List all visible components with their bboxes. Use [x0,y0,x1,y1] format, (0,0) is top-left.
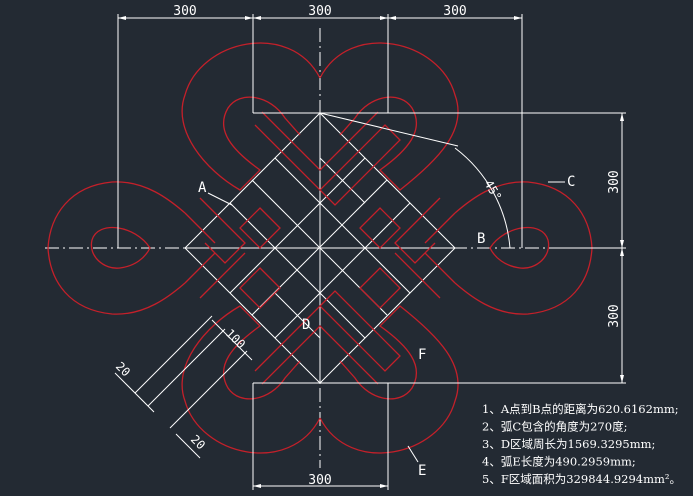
dim-top-left: 300 [173,4,196,19]
diag-dim-ext-1 [134,315,213,394]
bottom-weave-band [254,290,401,372]
arrow-1 [118,16,126,20]
point-labels: A B C D E F [198,174,575,479]
note-5: 5、F区域面积为329844.9294mm²。 [482,472,681,486]
label-c: C [567,174,575,190]
dim-right-lower: 300 [607,304,622,327]
grid-line-5 [319,157,366,204]
dimension-arrows [118,16,624,488]
arrow-8 [380,484,388,488]
grid-line-1 [229,202,366,339]
bottom-weave-inner [261,325,379,385]
note-2: 2、弧C包含的角度为270度; [482,420,627,434]
leader-a [207,192,233,206]
grid-line-6 [274,292,321,339]
dimension-lines [114,14,626,490]
arrow-10 [620,240,624,248]
diag-dim-ext-3 [169,350,248,429]
diag-dim-ext-2 [147,328,226,407]
angle-arc [454,147,511,249]
label-d: D [302,317,310,333]
left-weave [199,197,246,299]
bottom-heart-right-loop [319,305,459,454]
arrow-6 [514,16,522,20]
arrow-12 [620,375,624,383]
top-weave-inner [261,111,379,171]
top-heart-right-loop [319,42,459,191]
left-loop-inner [90,226,151,269]
notes-block: 1、A点到B点的距离为620.6162mm; 2、弧C包含的角度为270度; 3… [482,402,681,486]
diag-dim-20a-line [114,372,155,413]
dim-bottom: 300 [308,473,331,488]
weave-square-lower-right [359,267,401,309]
grid-line-2 [274,157,411,294]
arrow-2 [245,16,253,20]
angle-leader [319,112,459,147]
label-b: B [477,231,485,247]
top-weave-band [254,124,401,206]
weave-square-lower-left [239,267,281,309]
left-loop-outer [47,181,186,315]
dim-top-right: 300 [443,4,466,19]
left-loop-joins [184,212,216,284]
top-heart-left-loop [181,42,321,191]
arrow-11 [620,248,624,256]
diag-dim-20b-line [175,433,201,459]
right-weave [394,197,441,299]
label-e: E [418,463,426,479]
bottom-heart-left-loop [181,305,321,454]
label-f: F [418,347,426,363]
note-4: 4、弧E长度为490.2959mm; [482,455,636,469]
note-1: 1、A点到B点的距离为620.6162mm; [482,402,679,416]
diag-dim-100-line [211,319,253,361]
leader-e [407,445,419,463]
weave-square-left [239,207,281,249]
arrow-4 [380,16,388,20]
arrow-7 [253,484,261,488]
arrow-9 [620,113,624,121]
right-loop-joins [424,212,456,284]
dim-top-middle: 300 [308,4,331,19]
label-a: A [198,180,207,196]
dim-right-upper: 300 [607,170,622,193]
arrow-5 [388,16,396,20]
right-loop-inner [489,226,550,269]
arrow-3 [253,16,261,20]
note-3: 3、D区域周长为1569.3295mm; [482,437,655,451]
weave-square-right [359,207,401,249]
